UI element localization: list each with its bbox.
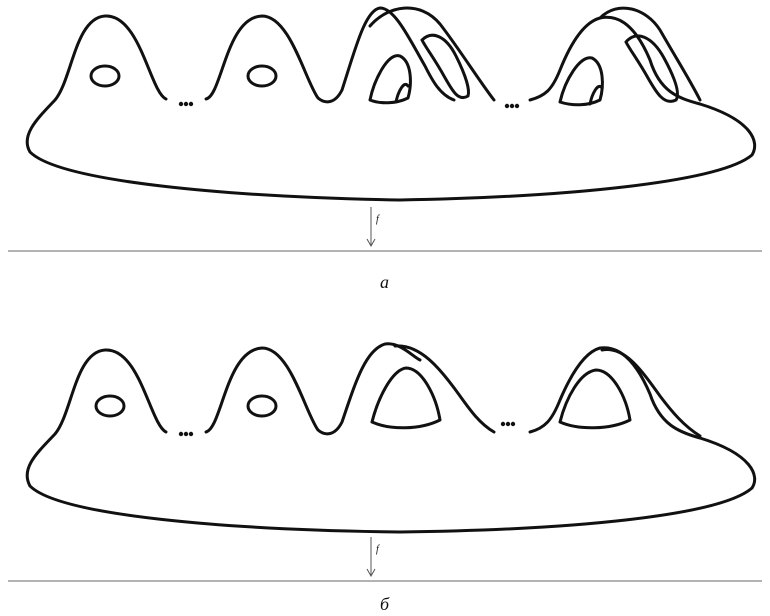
hole-b-3 [370, 366, 442, 430]
caption-a: а [380, 272, 389, 292]
ellipsis-b-2 [500, 421, 516, 427]
panel-b: f б [8, 342, 762, 614]
map-label-b: f [376, 544, 380, 555]
hole-a-4 [558, 56, 604, 107]
caption-b: б [380, 594, 390, 614]
hole-a-3b [394, 83, 410, 104]
hole-a-2 [246, 64, 278, 88]
ellipsis-b-1 [178, 431, 194, 437]
surface-a-outline [25, 14, 757, 202]
panel-a: f а [8, 6, 762, 292]
ellipsis-a-1 [178, 101, 194, 107]
surface-a-band2 [598, 6, 702, 102]
surface-b-handle2 [204, 342, 422, 436]
surface-a-handle2 [204, 6, 456, 104]
surface-a-band2-inner [624, 34, 679, 103]
ellipsis-a-2 [504, 103, 520, 109]
hole-a-1 [89, 64, 121, 88]
hole-a-3 [368, 54, 412, 105]
surface-a-band1-inner [420, 33, 470, 99]
hole-b-1 [94, 394, 126, 418]
map-arrow-a [366, 207, 376, 248]
surface-a-band1 [368, 6, 496, 102]
surface-b-band2 [600, 348, 702, 438]
hole-b-2 [246, 394, 278, 418]
hole-a-4b [588, 85, 604, 106]
surface-b-band1 [393, 344, 496, 434]
map-label-a: f [376, 214, 380, 225]
surface-b-outline [25, 346, 757, 534]
hole-b-4 [558, 368, 632, 430]
map-arrow-b [366, 537, 376, 578]
